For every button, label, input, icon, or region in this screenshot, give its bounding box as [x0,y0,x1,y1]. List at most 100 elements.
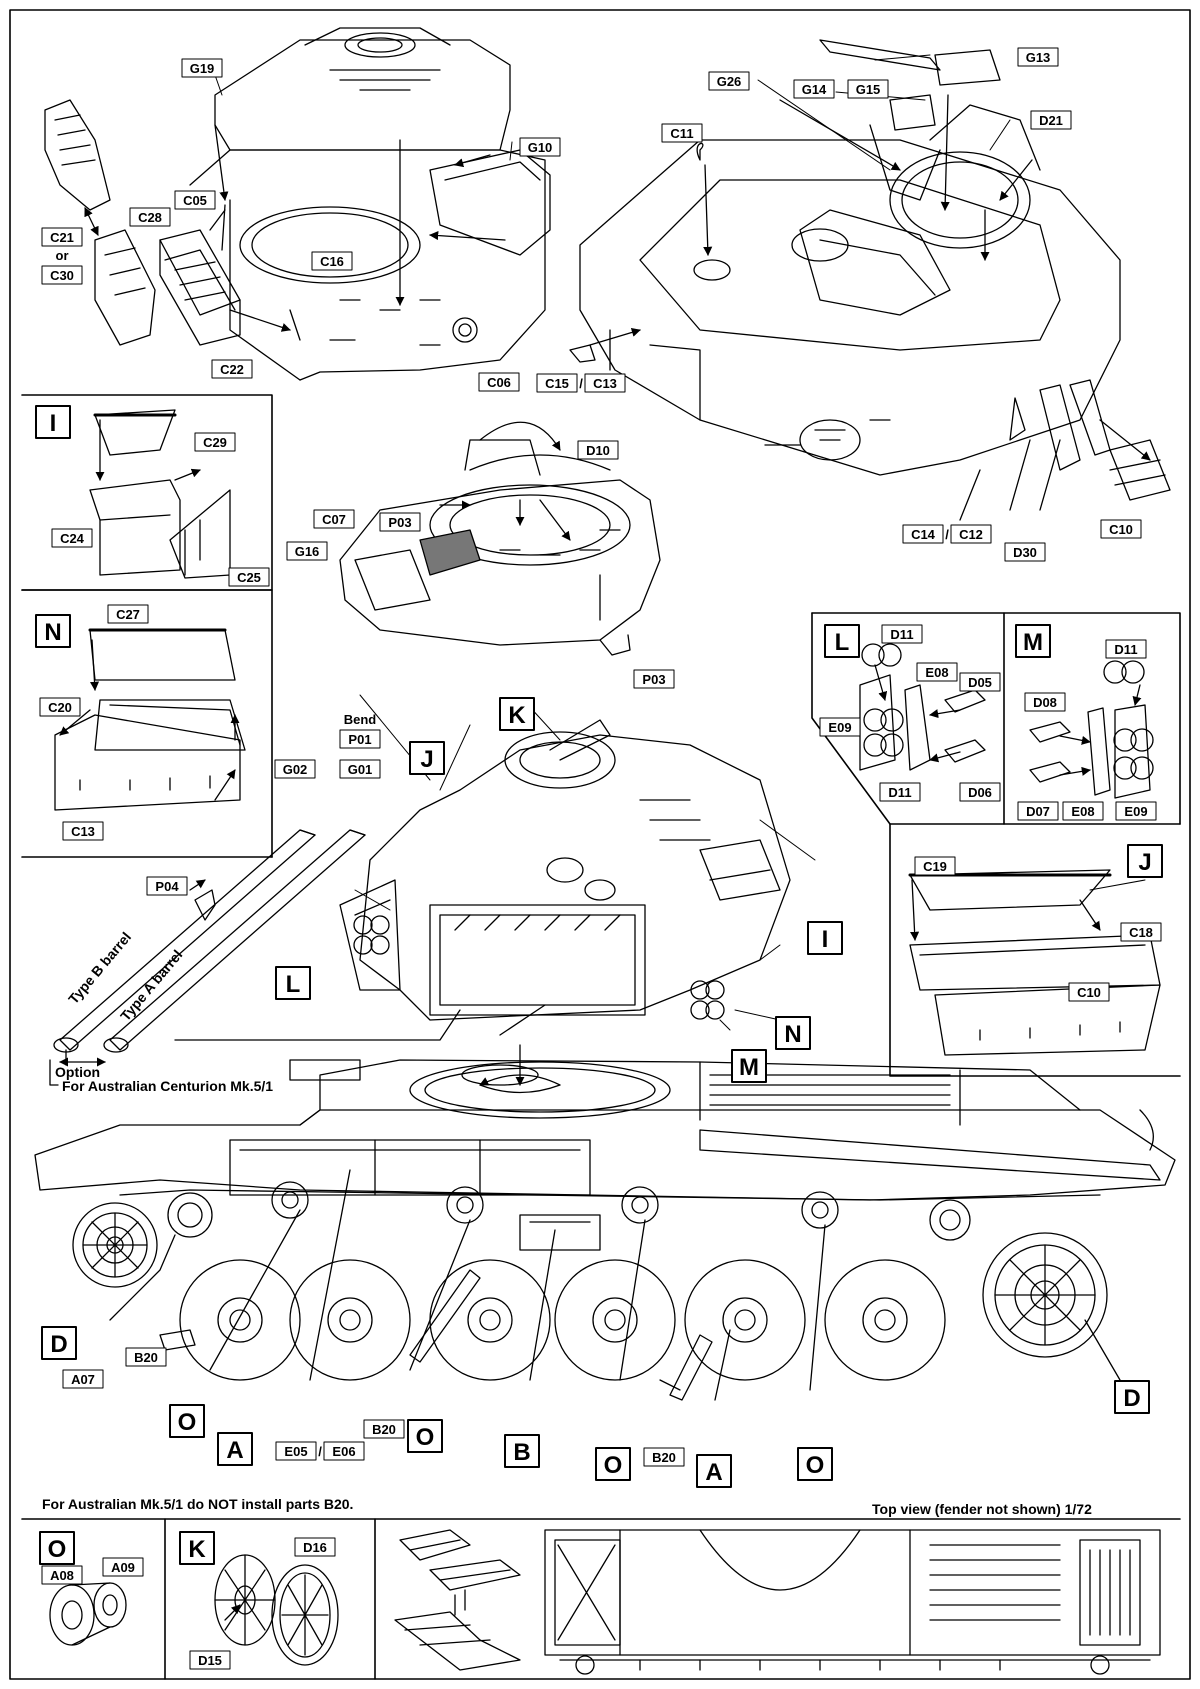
svg-text:P03: P03 [642,672,665,687]
svg-text:G19: G19 [190,61,215,76]
step-o-1: O [169,1404,205,1438]
svg-text:E05: E05 [284,1444,307,1459]
svg-text:E09: E09 [1124,804,1147,819]
label-d11-l1: D11 [881,624,923,644]
panel-j-bin [908,869,1161,1056]
label-e09-m: E09 [1115,801,1157,821]
label-d21: D21 [1030,110,1072,130]
turret-ring-assembly [339,421,661,656]
label-c13-top: C13 [584,373,626,393]
label-c14: C14 [902,524,944,544]
svg-text:G01: G01 [348,762,373,777]
label-d06: D06 [959,782,1001,802]
label-e05: E05 [275,1441,317,1461]
svg-text:C29: C29 [203,435,227,450]
step-j-panel: J [1127,844,1163,878]
label-d05: D05 [959,672,1001,692]
svg-text:N: N [44,619,61,646]
upper-turret-assembly [569,39,1171,521]
panel-i-bin [89,409,231,579]
svg-text:C28: C28 [138,210,162,225]
step-k: K [499,697,535,731]
label-g26: G26 [708,71,750,91]
svg-text:E08: E08 [925,665,948,680]
label-c13-n: C13 [62,821,104,841]
svg-text:D11: D11 [1114,642,1137,657]
label-p01: P01 [339,729,381,749]
svg-text:C19: C19 [923,859,947,874]
label-a09: A09 [102,1557,144,1577]
svg-text:D07: D07 [1026,804,1050,819]
step-i-panel: I [35,405,71,439]
note-top-view: Top view (fender not shown) 1/72 [872,1501,1092,1517]
label-b20-a: B20 [125,1347,167,1367]
svg-text:M: M [739,1054,759,1081]
svg-text:O: O [178,1409,197,1436]
svg-text:C13: C13 [593,376,617,391]
label-c19: C19 [914,856,956,876]
svg-text:C11: C11 [670,126,693,141]
svg-text:C05: C05 [183,193,207,208]
svg-text:C07: C07 [322,512,346,527]
step-a-2: A [696,1454,732,1488]
step-i: I [807,921,843,955]
svg-text:C10: C10 [1109,522,1133,537]
note-b20: For Australian Mk.5/1 do NOT install par… [42,1496,353,1512]
running-gear [72,1169,1121,1401]
label-c22: C22 [211,359,253,379]
note-option: Option [55,1064,100,1080]
svg-text:O: O [48,1536,67,1563]
step-l-panel: L [824,624,860,658]
svg-text:J: J [1138,849,1151,876]
svg-text:B20: B20 [372,1422,396,1437]
svg-text:A09: A09 [111,1560,135,1575]
svg-text:D15: D15 [198,1653,222,1668]
label-p03-b: P03 [633,669,675,689]
svg-text:D11: D11 [890,627,913,642]
label-e09-l: E09 [819,717,861,737]
leader-lines [195,54,1146,1031]
label-b20-b: B20 [363,1419,405,1439]
svg-text:D06: D06 [968,785,992,800]
note-type-a-barrel: Type A barrel [117,947,185,1024]
label-c05: C05 [174,190,216,210]
svg-text:/: / [579,376,583,391]
label-e06: E06 [323,1441,365,1461]
label-c10-j: C10 [1068,982,1110,1002]
svg-text:D: D [50,1331,67,1358]
step-n: N [775,1016,811,1050]
svg-text:D16: D16 [303,1540,327,1555]
label-p03-a: P03 [379,512,421,532]
note-australian: For Australian Centurion Mk.5/1 [62,1078,273,1094]
label-c21: C21 [41,227,83,247]
svg-text:G26: G26 [717,74,742,89]
svg-text:C12: C12 [959,527,983,542]
svg-text:L: L [286,971,301,998]
svg-text:A: A [226,1437,243,1464]
svg-text:G13: G13 [1026,50,1051,65]
label-a08: A08 [41,1565,83,1585]
label-e08-m: E08 [1062,801,1104,821]
rear-bin-c28 [159,204,291,346]
label-or: or [56,248,69,263]
label-d10: D10 [577,440,619,460]
step-j: J [409,741,445,775]
label-g16: G16 [286,541,328,561]
panel-k-cupola [214,1554,339,1666]
step-a-1: A [217,1432,253,1466]
svg-text:J: J [420,746,433,773]
label-p04: P04 [146,876,188,896]
label-g02: G02 [274,759,316,779]
svg-text:C06: C06 [487,375,511,390]
svg-text:C22: C22 [220,362,244,377]
label-d07: D07 [1017,801,1059,821]
step-o-2: O [407,1419,443,1453]
svg-text:E06: E06 [332,1444,355,1459]
svg-text:C20: C20 [48,700,72,715]
svg-text:Bend: Bend [344,712,377,727]
label-bend: Bend [344,712,377,727]
label-c12: C12 [950,524,992,544]
svg-text:D11: D11 [888,785,911,800]
tank-hull [34,1059,1176,1251]
